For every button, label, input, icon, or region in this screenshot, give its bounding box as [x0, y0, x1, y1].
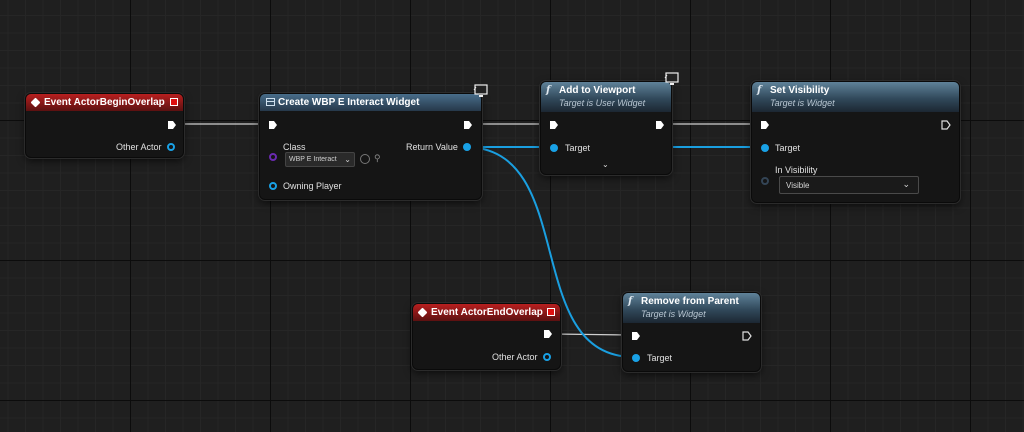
node-create-widget[interactable]: Create WBP E Interact Widget Class WBP E… [259, 93, 482, 200]
node-header[interactable]: f Set Visibility Target is Widget [752, 82, 959, 112]
event-diamond-icon [30, 97, 41, 108]
chevron-down-icon: ⌄ [902, 179, 910, 189]
event-diamond-icon [417, 307, 428, 318]
node-event-actor-end-overlap[interactable]: Event ActorEndOverlap Other Actor [412, 303, 561, 370]
pin-label-target: Target [647, 353, 673, 363]
exec-out-pin-icon[interactable] [543, 329, 553, 339]
node-header[interactable]: f Remove from Parent Target is Widget [623, 293, 760, 323]
node-subtitle: Target is User Widget [559, 98, 646, 108]
exec-out-pin-icon[interactable] [742, 331, 752, 341]
node-subtitle: Target is Widget [641, 309, 706, 319]
node-remove-from-parent[interactable]: f Remove from Parent Target is Widget Ta… [622, 292, 761, 372]
node-header[interactable]: Event ActorBeginOverlap [26, 94, 183, 111]
in-visibility-pin-icon[interactable] [761, 177, 769, 185]
exec-out-pin-icon[interactable] [167, 120, 177, 130]
node-header[interactable]: Event ActorEndOverlap [413, 304, 560, 321]
target-pin-icon[interactable] [761, 144, 769, 152]
node-add-to-viewport[interactable]: f Add to Viewport Target is User Widget … [540, 81, 672, 175]
function-icon: f [628, 296, 633, 307]
node-header[interactable]: Create WBP E Interact Widget [260, 94, 481, 111]
pin-label-return-value: Return Value [406, 142, 458, 152]
pin-label-other-actor: Other Actor [492, 352, 538, 362]
expand-chevron-icon[interactable]: ⌄ [602, 160, 609, 169]
function-icon: f [546, 85, 551, 96]
exec-out-pin-icon[interactable] [463, 120, 473, 130]
browse-asset-icon[interactable] [360, 154, 370, 164]
exec-out-pin-icon[interactable] [655, 120, 665, 130]
visibility-select[interactable]: Visible ⌄ [779, 176, 919, 194]
pin-label-target: Target [565, 143, 591, 153]
delegate-pin-icon[interactable] [170, 98, 178, 106]
class-select[interactable]: WBP E Interact ⌄ [285, 152, 355, 167]
class-select-value: WBP E Interact [289, 156, 337, 163]
other-actor-pin-icon[interactable] [167, 143, 175, 151]
node-title: Event ActorBeginOverlap [44, 97, 165, 108]
node-header[interactable]: f Add to Viewport Target is User Widget [541, 82, 671, 112]
node-title: Create WBP E Interact Widget [278, 97, 420, 108]
visibility-select-value: Visible [786, 181, 810, 190]
owning-player-pin-icon[interactable] [269, 182, 277, 190]
exec-in-pin-icon[interactable] [268, 120, 278, 130]
search-icon[interactable]: ⚲ [374, 153, 381, 163]
node-set-visibility[interactable]: f Set Visibility Target is Widget Target… [751, 81, 960, 203]
node-subtitle: Target is Widget [770, 98, 835, 108]
pin-label-owning-player: Owning Player [283, 181, 342, 191]
pin-label-target: Target [775, 143, 801, 153]
monitor-icon [473, 84, 488, 97]
class-pin-icon[interactable] [269, 153, 277, 161]
other-actor-pin-icon[interactable] [543, 353, 551, 361]
node-event-actor-begin-overlap[interactable]: Event ActorBeginOverlap Other Actor [25, 93, 184, 158]
return-value-pin-icon[interactable] [463, 143, 471, 151]
exec-in-pin-icon[interactable] [760, 120, 770, 130]
widget-icon [266, 98, 275, 106]
target-pin-icon[interactable] [632, 354, 640, 362]
node-title: Event ActorEndOverlap [431, 307, 543, 318]
function-icon: f [757, 85, 762, 96]
node-title: Remove from Parent [641, 296, 739, 307]
pin-label-class: Class [283, 142, 306, 152]
target-pin-icon[interactable] [550, 144, 558, 152]
monitor-icon [664, 72, 679, 85]
node-title: Add to Viewport [559, 85, 636, 96]
pin-label-other-actor: Other Actor [116, 142, 162, 152]
pin-label-in-visibility: In Visibility [775, 165, 818, 175]
delegate-pin-icon[interactable] [547, 308, 555, 316]
exec-wire-end-to-remove[interactable] [552, 333, 630, 336]
exec-out-pin-icon[interactable] [941, 120, 951, 130]
node-title: Set Visibility [770, 85, 830, 96]
chevron-down-icon: ⌄ [344, 155, 351, 164]
exec-in-pin-icon[interactable] [549, 120, 559, 130]
exec-in-pin-icon[interactable] [631, 331, 641, 341]
